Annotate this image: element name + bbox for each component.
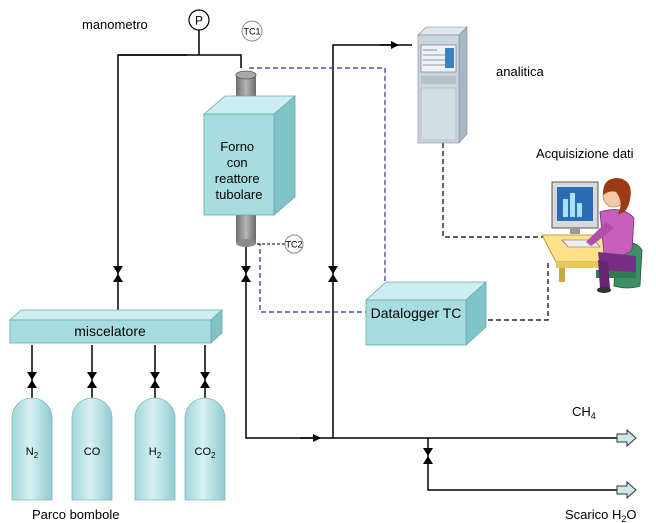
outlet-arrows bbox=[616, 428, 637, 500]
cylinder-h2: H2 bbox=[134, 397, 176, 501]
pipe-to-analyzer bbox=[332, 44, 412, 438]
tc1-label: TC1 bbox=[243, 27, 260, 37]
cylinder-n2: N2 bbox=[11, 397, 53, 501]
cylinder-label: CO bbox=[84, 446, 101, 458]
cylinder-label-sub: 2 bbox=[34, 451, 39, 460]
furnace-box: Forno con reattore tubolare bbox=[202, 95, 297, 216]
drain-outlet-arrow bbox=[616, 480, 637, 500]
drain-label: Scarico H2O bbox=[565, 507, 637, 523]
tc2-label: TC2 bbox=[285, 240, 302, 250]
computer-operator-icon bbox=[541, 178, 643, 293]
valve-drain bbox=[423, 448, 433, 464]
data-signal-wires bbox=[442, 143, 549, 321]
pipe-drain bbox=[427, 438, 630, 491]
manometro-label: manometro bbox=[82, 17, 148, 32]
furnace-label-line4: tubolare bbox=[216, 187, 263, 202]
pressure-gauge-label: P bbox=[195, 14, 203, 28]
drain-label-end: O bbox=[626, 507, 636, 522]
cylinders-caption: Parco bombole bbox=[32, 507, 119, 522]
ch4-label-main: CH bbox=[572, 404, 591, 419]
svg-text:H2: H2 bbox=[149, 446, 162, 460]
cylinder-co: CO bbox=[71, 397, 113, 501]
valve-cyl-1 bbox=[27, 372, 37, 388]
drain-label-sub: 2 bbox=[621, 514, 626, 523]
mixer-box: miscelatore bbox=[8, 309, 224, 344]
ch4-outlet-arrow bbox=[616, 428, 637, 448]
valve-cyl-4 bbox=[200, 372, 210, 388]
cylinder-co2: CO2 bbox=[184, 397, 226, 501]
cylinder-label-sub: 2 bbox=[211, 451, 216, 460]
svg-text:CO: CO bbox=[84, 446, 101, 458]
ch4-label-sub: 4 bbox=[591, 411, 596, 421]
svg-text:N2: N2 bbox=[26, 446, 39, 460]
tc1-sensor: TC1 bbox=[241, 20, 263, 42]
valve-cyl-2 bbox=[87, 372, 97, 388]
gas-cylinders: N2 CO H2 CO2 bbox=[11, 397, 226, 501]
cylinder-label-sub: 2 bbox=[157, 451, 162, 460]
acquisizione-label: Acquisizione dati bbox=[536, 146, 634, 161]
svg-text:CO2: CO2 bbox=[195, 446, 217, 460]
mixer-label: miscelatore bbox=[74, 323, 146, 339]
datalogger-box: Datalogger TC bbox=[364, 281, 488, 346]
valve-mixer-line bbox=[113, 266, 123, 282]
drain-label-main: Scarico H bbox=[565, 507, 621, 522]
valve-analyzer-line bbox=[328, 266, 338, 282]
pipe-reactor-outlet bbox=[245, 246, 630, 439]
pressure-gauge: P bbox=[188, 9, 210, 55]
tc2-sensor: TC2 bbox=[257, 234, 304, 254]
furnace-label-line1: Forno bbox=[220, 139, 254, 154]
valves bbox=[27, 266, 433, 464]
cylinder-label: CO bbox=[195, 446, 212, 458]
flow-arrows bbox=[300, 41, 399, 442]
cylinder-label: H bbox=[149, 446, 157, 458]
furnace-label-line3: reattore bbox=[215, 171, 260, 186]
valve-cyl-3 bbox=[150, 372, 160, 388]
analitica-label: analitica bbox=[496, 64, 544, 79]
svg-text:Forno con reattore: Forno con reattore tubolare bbox=[215, 139, 263, 202]
reactor-bottom-cap bbox=[236, 215, 256, 247]
datalogger-label: Datalogger TC bbox=[371, 305, 462, 321]
valve-reactor-outlet bbox=[241, 266, 251, 282]
cylinder-label: N bbox=[26, 446, 34, 458]
furnace-label-line2: con bbox=[227, 155, 248, 170]
ch4-label: CH4 bbox=[572, 404, 596, 421]
analyzer-cabinet bbox=[417, 26, 468, 144]
